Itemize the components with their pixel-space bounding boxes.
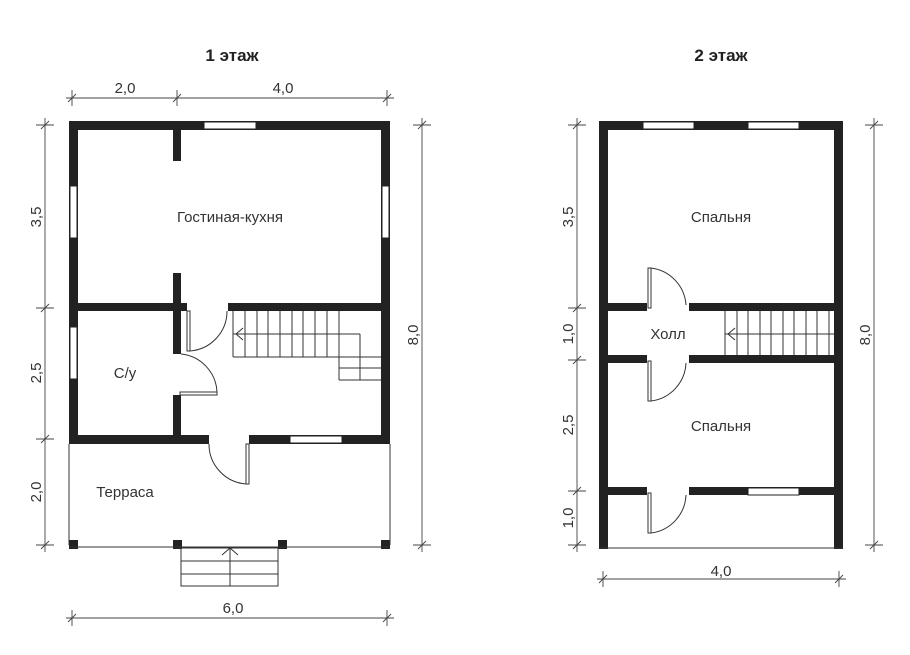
floor-2-staircase xyxy=(724,311,834,355)
dim-bottom-6-0: 6,0 xyxy=(223,600,244,617)
window xyxy=(69,185,78,239)
dim-bottom-4-0: 4,0 xyxy=(711,563,732,580)
arrow-icon xyxy=(235,327,244,341)
door-swing xyxy=(189,310,228,352)
arrow-icon xyxy=(727,327,736,341)
arrow-icon xyxy=(221,547,239,556)
door-leaf xyxy=(647,267,652,309)
window xyxy=(289,435,343,444)
dim-right-8-0: 8,0 xyxy=(405,325,422,346)
floor-2-windows xyxy=(642,121,800,496)
floor-2-dim-right: 8,0 xyxy=(857,118,883,552)
floor-2-title: 2 этаж xyxy=(694,46,748,65)
door-swing xyxy=(650,362,687,402)
entrance-steps xyxy=(180,547,279,587)
dim-top-2-0: 2,0 xyxy=(115,80,136,97)
door-swing xyxy=(650,494,687,534)
floor-2-dim-bottom: 4,0 xyxy=(597,563,846,587)
floor-1-doors xyxy=(179,310,250,485)
door-leaf xyxy=(647,360,652,402)
floor-2-plan: 2 этаж 3,5 1,0 2,5 1,0 8,0 xyxy=(560,46,883,587)
window xyxy=(747,487,800,496)
floor-1-title: 1 этаж xyxy=(205,46,259,65)
floor-1-staircase xyxy=(232,311,381,381)
terrace-outline xyxy=(68,444,391,548)
dim-right-8-0: 8,0 xyxy=(857,325,874,346)
room-label-bedroom-bottom: Спальня xyxy=(691,418,751,435)
door-swing xyxy=(180,353,218,393)
floor-2-dim-left: 3,5 1,0 2,5 1,0 xyxy=(560,118,586,552)
room-label-terrace: Терраса xyxy=(96,484,154,501)
dim-top-4-0: 4,0 xyxy=(273,80,294,97)
door-swing xyxy=(650,267,687,306)
dim-left-3-5: 3,5 xyxy=(560,207,577,228)
dim-left-3-5: 3,5 xyxy=(28,207,45,228)
floor-2-doors xyxy=(647,267,687,534)
window xyxy=(381,185,390,239)
dim-left-2-0: 2,0 xyxy=(28,482,45,503)
door-swing xyxy=(208,443,247,485)
floor-1-windows xyxy=(69,121,390,444)
dim-left-1-0: 1,0 xyxy=(560,324,577,345)
room-label-hall: Холл xyxy=(650,326,685,343)
floor-1-dim-top: 2,0 4,0 xyxy=(66,80,394,106)
door-leaf xyxy=(647,492,652,534)
room-label-living-kitchen: Гостиная-кухня xyxy=(177,209,283,226)
window xyxy=(203,121,257,130)
dim-left-2-5: 2,5 xyxy=(28,363,45,384)
window xyxy=(69,326,78,380)
door-leaf xyxy=(186,310,191,352)
dim-left-1-0-bottom: 1,0 xyxy=(560,508,577,529)
floor-1-dim-right: 8,0 xyxy=(405,118,431,552)
floor-1-dim-left: 3,5 2,5 2,0 xyxy=(28,118,54,552)
window xyxy=(747,121,800,130)
door-leaf xyxy=(179,391,218,396)
room-label-bathroom: С/у xyxy=(114,365,137,382)
room-label-bedroom-top: Спальня xyxy=(691,209,751,226)
window xyxy=(642,121,695,130)
door-leaf xyxy=(245,443,250,485)
floor-1-plan: 1 этаж 2,0 4,0 3,5 2,5 2,0 xyxy=(28,46,431,626)
floor-1-dim-bottom: 6,0 xyxy=(66,600,394,626)
dim-left-2-5: 2,5 xyxy=(560,415,577,436)
